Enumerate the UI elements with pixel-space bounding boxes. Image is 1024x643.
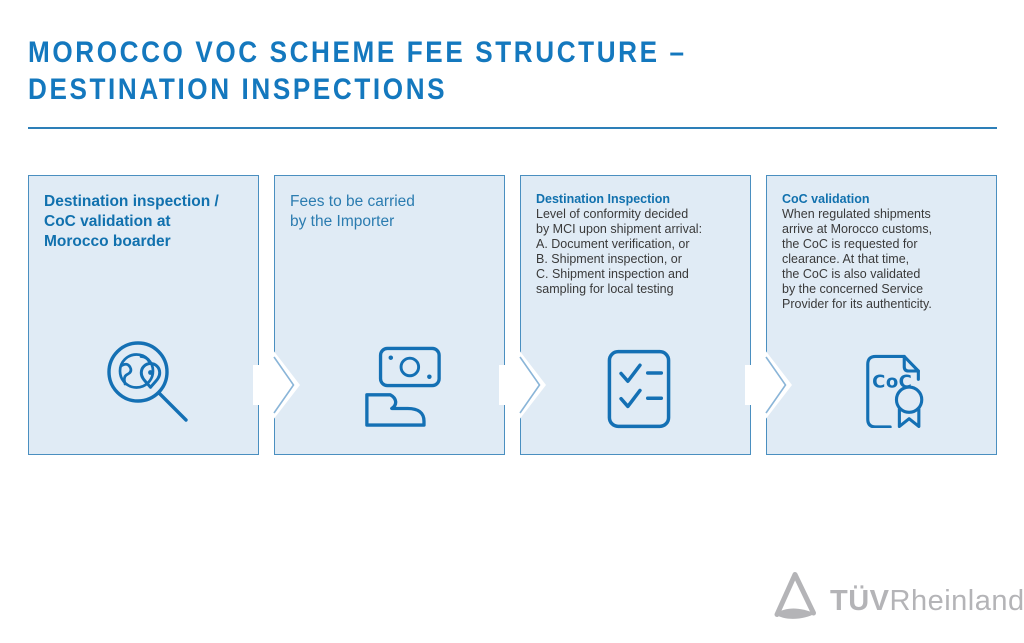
step-box-destination-inspection: Destination inspection / CoC validation … <box>28 175 259 455</box>
cash-payment-hand-icon <box>364 346 441 427</box>
tuv-triangle-icon <box>774 572 816 619</box>
logo-wordmark: TÜVRheinland® <box>830 570 1024 625</box>
step-body: When regulated shipments arrive at Moroc… <box>782 207 933 311</box>
globe-search-magnifier-icon <box>106 341 188 422</box>
step-body: Level of conformity decided by MCI upon … <box>536 207 703 296</box>
checklist-icon <box>607 349 670 429</box>
step-heading: Destination Inspection <box>536 192 671 206</box>
page-title: MOROCCO VOC SCHEME FEE STRUCTURE – DESTI… <box>28 36 687 106</box>
logo-tuv: TÜV <box>830 585 890 617</box>
step-box-destination-inspection-detail: Destination Inspection Level of conformi… <box>520 175 751 455</box>
step-box-coc-validation: CoC validation When regulated shipments … <box>766 175 997 455</box>
title-divider <box>28 127 997 129</box>
process-flow: Destination inspection / CoC validation … <box>28 175 997 455</box>
flow-arrow-icon <box>745 350 792 420</box>
logo-rheinland: Rheinland <box>889 585 1024 617</box>
tuv-rheinland-logo: TÜVRheinland® <box>772 570 1024 625</box>
flow-arrow-icon <box>253 350 300 420</box>
coc-certificate-icon: CoC <box>865 354 923 428</box>
flow-arrow-icon <box>499 350 546 420</box>
step-heading: Fees to be carried by the Importer <box>290 193 415 230</box>
certificate-text: CoC <box>872 372 912 393</box>
step-heading: CoC validation <box>782 192 870 206</box>
step-box-fees-importer: Fees to be carried by the Importer <box>274 175 505 455</box>
step-heading: Destination inspection / CoC validation … <box>44 193 219 250</box>
